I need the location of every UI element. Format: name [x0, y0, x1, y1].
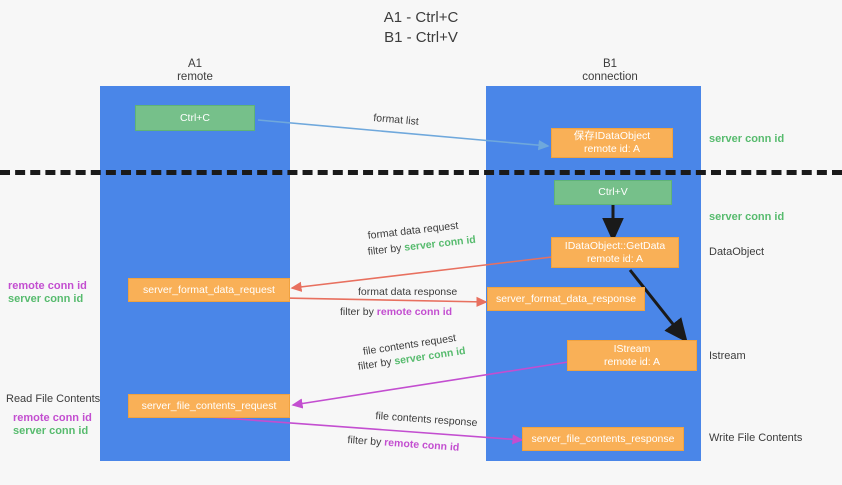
- label-server-conn-id-top: server conn id: [709, 133, 785, 145]
- box-server-file-contents-response-label: server_file_contents_response: [531, 432, 675, 445]
- filter-by-text-3: filter by: [357, 355, 396, 373]
- box-ctrl-c-label: Ctrl+C: [179, 111, 211, 124]
- box-ctrl-v-label: Ctrl+V: [598, 186, 628, 198]
- filter-by-text-1: filter by: [367, 241, 406, 258]
- page-title: A1 - Ctrl+C B1 - Ctrl+V: [383, 9, 459, 46]
- remote-conn-id-text-2: remote conn id: [383, 436, 460, 454]
- box-idataobject-getdata-line2: remote id: A: [586, 252, 644, 265]
- edge-label-format-data-response: format data response: [358, 286, 458, 298]
- box-istream-line1: IStream: [613, 342, 651, 355]
- edge-label-format-list: format list: [372, 111, 420, 128]
- label-server-conn-id-second: server conn id: [709, 211, 785, 223]
- box-server-file-contents-response[interactable]: server_file_contents_response: [522, 427, 684, 451]
- box-idataobject-getdata-line1: IDataObject::GetData: [564, 239, 666, 252]
- column-header-a1-name: A1: [187, 58, 203, 70]
- box-ctrl-c[interactable]: Ctrl+C: [135, 105, 255, 131]
- box-save-idataobject[interactable]: 保存IDataObject remote id: A: [551, 128, 673, 158]
- box-server-file-contents-request-label: server_file_contents_request: [141, 399, 277, 412]
- box-save-idataobject-line1: 保存IDataObject: [573, 130, 651, 142]
- remote-conn-id-text-1: remote conn id: [376, 306, 453, 318]
- filter-by-text-4: filter by: [347, 433, 385, 449]
- edge-label-filter-by-remote-conn-id-1: filter by remote conn id: [340, 305, 452, 319]
- column-header-b1-sub: connection: [582, 71, 638, 83]
- label-istream: Istream: [709, 350, 746, 362]
- box-server-format-data-response-label: server_format_data_response: [495, 292, 637, 305]
- label-remote-conn-id-upper: remote conn id: [8, 280, 87, 292]
- box-save-idataobject-line2: remote id: A: [583, 143, 641, 155]
- box-server-file-contents-request[interactable]: server_file_contents_request: [128, 394, 290, 418]
- box-idataobject-getdata[interactable]: IDataObject::GetData remote id: A: [551, 237, 679, 268]
- label-server-conn-id-upper: server conn id: [8, 293, 84, 305]
- box-server-format-data-request-label: server_format_data_request: [143, 283, 275, 296]
- edge-label-filter-by-remote-conn-id-2: filter by remote conn id: [347, 433, 460, 455]
- box-istream-line2: remote id: A: [603, 355, 661, 368]
- column-header-a1: A1 remote: [135, 58, 255, 84]
- box-ctrl-v[interactable]: Ctrl+V: [554, 180, 672, 205]
- label-server-conn-id-lower: server conn id: [13, 425, 89, 437]
- column-header-b1: B1 connection: [550, 58, 670, 84]
- label-write-file-contents: Write File Contents: [709, 432, 803, 444]
- column-header-b1-name: B1: [602, 58, 618, 70]
- edge-label-file-contents-response: file contents response: [375, 409, 478, 430]
- box-server-format-data-request[interactable]: server_format_data_request: [128, 278, 290, 302]
- label-remote-conn-id-lower: remote conn id: [13, 412, 92, 424]
- box-server-format-data-response[interactable]: server_format_data_response: [487, 287, 645, 311]
- label-read-file-contents: Read File Contents: [6, 393, 101, 405]
- column-header-a1-sub: remote: [177, 71, 213, 83]
- filter-by-text-2: filter by: [340, 306, 377, 318]
- box-istream[interactable]: IStream remote id: A: [567, 340, 697, 371]
- label-dataobject: DataObject: [709, 246, 765, 258]
- phase-divider: [0, 170, 842, 175]
